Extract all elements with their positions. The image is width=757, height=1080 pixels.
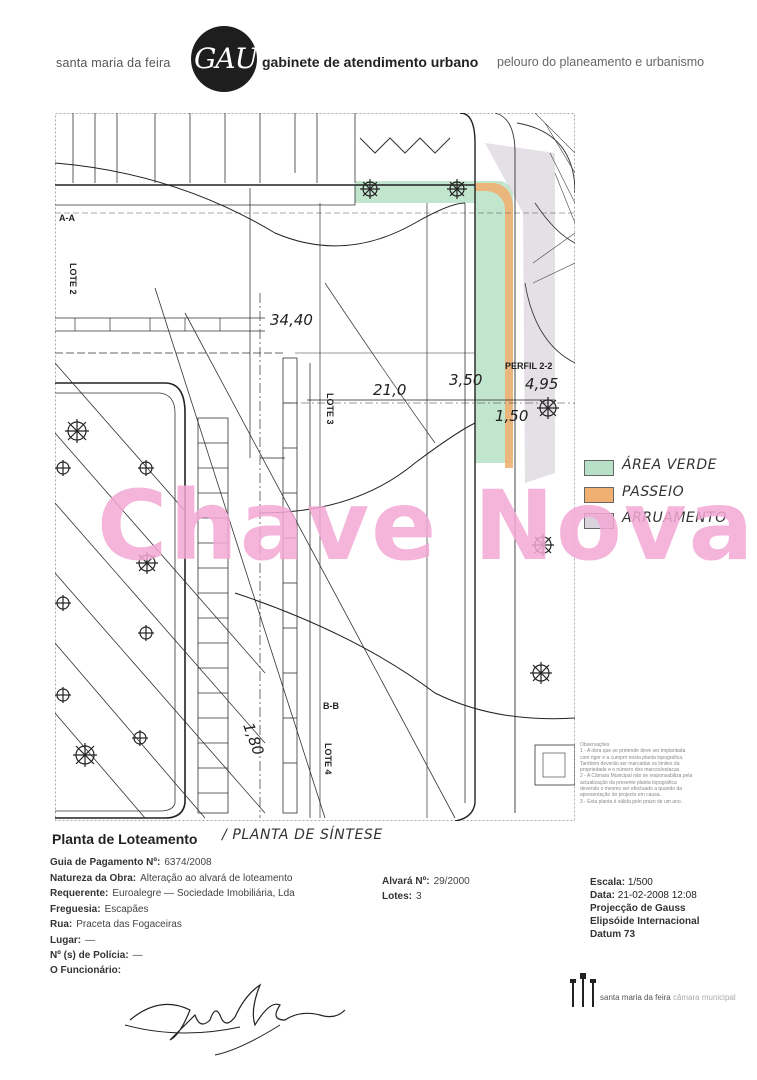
legend-item-green-area: ÁREA VERDE: [584, 457, 754, 477]
legend-swatch-road: [584, 513, 614, 529]
scale-row: Escala: 1/500: [590, 876, 750, 889]
field-label: Requerente:: [50, 888, 109, 899]
field-label: Freguesia:: [50, 904, 101, 915]
field-label: Lotes:: [382, 891, 412, 902]
legend-item-sidewalk: PASSEIO: [584, 484, 754, 504]
field-freguesia: Freguesia:Escapães: [50, 904, 149, 915]
observation-line: Também deverão ser marcadas os limites d…: [580, 760, 680, 767]
observation-line: 2 - A Câmara Municipal não se responsabi…: [580, 773, 693, 780]
gau-logo-text: GAU: [194, 42, 258, 75]
field-lotes: Lotes: 3: [382, 891, 422, 902]
legend-swatch-sidewalk: [584, 487, 614, 503]
field-value: Praceta das Fogaceiras: [76, 919, 182, 930]
field-value: Alteração ao alvará de loteamento: [140, 873, 293, 884]
field-label: Natureza da Obra:: [50, 873, 137, 884]
legend-swatch-green-area: [584, 460, 614, 476]
observations-block: Observações 1 - A obra que se pretende d…: [580, 742, 720, 805]
municipality-name: santa maria da feira: [56, 56, 171, 70]
lote-4-label: LOTE 4: [323, 743, 333, 775]
date-row: Data: 21-02-2008 12:08: [590, 889, 750, 902]
observation-line: com rigor e a cumprir nesta planta topog…: [580, 754, 684, 761]
field-value: Euroalegre — Sociedade Imobiliária, Lda: [112, 888, 295, 899]
field-value: —: [85, 935, 96, 946]
field-policia: Nº (s) de Polícia:—: [50, 950, 143, 961]
dimension-3-50: 3,50: [449, 371, 482, 389]
observation-line: devendo o mesmo ser efectuado a quando d…: [580, 786, 683, 793]
legend-label-green-area: ÁREA VERDE: [622, 457, 717, 473]
tree-symbols: [55, 179, 559, 767]
field-value: 6374/2008: [164, 857, 212, 868]
field-rua: Rua:Praceta das Fogaceiras: [50, 919, 182, 930]
sidewalk-shape: [475, 183, 513, 468]
date-label: Data:: [590, 890, 616, 901]
projection-line: Projecção de Gauss: [590, 903, 686, 914]
footer-municipality: santa maria da feira câmara municipal: [600, 993, 736, 1002]
field-label: Lugar:: [50, 935, 82, 946]
section-a-label: A-A: [59, 213, 75, 223]
page-header: santa maria da feira GAU gabinete de ate…: [0, 26, 757, 96]
office-name: gabinete de atendimento urbano: [262, 54, 479, 70]
observations-title: Observações: [580, 742, 610, 748]
field-requerente: Requerente:Euroalegre — Sociedade Imobil…: [50, 888, 295, 899]
signature: [124, 983, 346, 1056]
field-alvara: Alvará Nº:29/2000: [382, 876, 470, 887]
road-shape: [485, 143, 555, 483]
field-label: O Funcionário:: [50, 965, 122, 976]
document-form: Planta de Loteamento / PLANTA DE SÍNTESE…: [0, 825, 757, 1080]
dimension-1-80: 1,80: [239, 720, 267, 758]
legend-label-sidewalk: PASSEIO: [622, 484, 685, 500]
field-value: 3: [416, 891, 422, 902]
green-area-shape: [355, 181, 513, 463]
dimension-21-0: 21,0: [373, 381, 406, 399]
scale-box: Escala: 1/500 Data: 21-02-2008 12:08 Pro…: [590, 876, 750, 941]
lote-3-label: LOTE 3: [325, 393, 335, 425]
scale-label: Escala:: [590, 877, 626, 888]
observation-line: actualização da presente planta topográf…: [580, 779, 677, 786]
observation-line: 3 - Esta planta é válida pelo prazo de u…: [580, 798, 683, 805]
lote-2-label: LOTE 2: [68, 263, 78, 295]
gau-logo: [191, 26, 257, 92]
field-guia: Guia de Pagamento Nº:6374/2008: [50, 857, 212, 868]
observation-line: 1 - A obra que se pretende deve ser impl…: [580, 748, 686, 755]
field-funcionario: O Funcionário:: [50, 965, 125, 976]
footer-logo: santa maria da feira câmara municipal: [568, 971, 748, 1011]
date-value: 21-02-2008 12:08: [617, 890, 697, 901]
field-label: Rua:: [50, 919, 73, 930]
projection-line: Elipsóide Internacional: [590, 916, 700, 927]
handwritten-subtitle: / PLANTA DE SÍNTESE: [222, 827, 383, 843]
field-label: Nº (s) de Polícia:: [50, 950, 129, 961]
dimension-4-95: 4,95: [525, 375, 558, 393]
field-natureza: Natureza da Obra:Alteração ao alvará de …: [50, 873, 292, 884]
dimension-34-40: 34,40: [270, 311, 313, 329]
field-value: —: [132, 950, 143, 961]
site-plan-svg: A-A LOTE 2 LOTE 3 LOTE 4 B-B PERFIL 2-2 …: [55, 113, 575, 821]
field-label: Alvará Nº:: [382, 876, 430, 887]
site-plan-drawing: A-A LOTE 2 LOTE 3 LOTE 4 B-B PERFIL 2-2 …: [55, 113, 575, 821]
field-lugar: Lugar:—: [50, 935, 95, 946]
document-title: Planta de Loteamento: [52, 831, 198, 847]
legend-item-road: ARRUAMENTO: [584, 510, 754, 530]
perfil-label: PERFIL 2-2: [505, 361, 552, 371]
observation-line: apresentação do projecto em causa.: [580, 792, 661, 799]
dimension-1-50: 1,50: [495, 407, 528, 425]
municipality-emblem-icon: [570, 973, 596, 1007]
projection-line: Datum 73: [590, 929, 636, 940]
field-label: Guia de Pagamento Nº:: [50, 857, 161, 868]
scale-value: 1/500: [627, 877, 653, 888]
field-value: Escapães: [104, 904, 149, 915]
section-b-label: B-B: [323, 701, 339, 711]
department-name: pelouro do planeamento e urbanismo: [497, 55, 705, 69]
observation-line: propriedade e o número dos marcos/estaca…: [580, 767, 681, 774]
legend-label-road: ARRUAMENTO: [622, 510, 727, 526]
field-value: 29/2000: [433, 876, 470, 887]
